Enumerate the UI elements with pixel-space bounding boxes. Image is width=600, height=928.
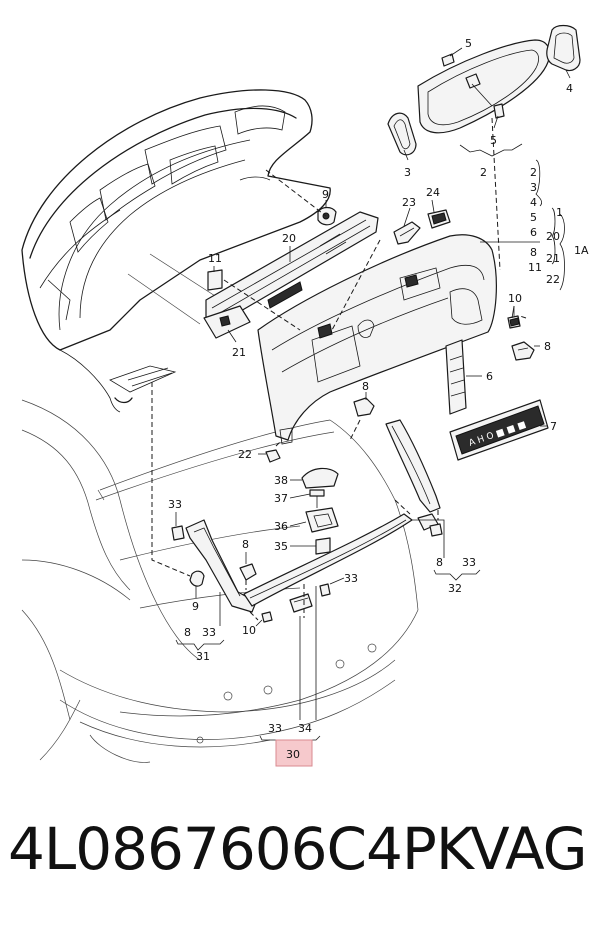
callout-31[interactable]: 31	[196, 650, 210, 663]
callout-list-1[interactable]: 1	[556, 206, 563, 219]
callout-33-left[interactable]: 33	[168, 498, 182, 511]
tailgate-trim-panel	[257, 234, 497, 445]
callout-30-highlight[interactable]	[275, 739, 313, 767]
callout-6[interactable]: 6	[486, 370, 493, 383]
footer: 4L0867606C4PK VAG	[0, 815, 600, 905]
callout-list-3[interactable]: 3	[530, 181, 537, 194]
callout-10-left[interactable]: 10	[242, 624, 256, 637]
callout-1A[interactable]: 1A	[574, 244, 589, 257]
callout-list-5[interactable]: 5	[530, 211, 537, 224]
callout-33-sill[interactable]: 33	[344, 572, 358, 585]
callout-21[interactable]: 21	[232, 346, 246, 359]
left-side-trim-31	[171, 519, 273, 623]
callout-list-11[interactable]: 11	[528, 261, 542, 274]
callout-23[interactable]: 23	[402, 196, 416, 209]
callout-30[interactable]: 30	[286, 748, 300, 761]
callout-37[interactable]: 37	[274, 492, 288, 505]
callout-list-20[interactable]: 20	[546, 230, 560, 243]
callout-9-top[interactable]: 9	[322, 188, 329, 201]
callout-list-21[interactable]: 21	[546, 252, 560, 265]
mirror-assembly	[387, 24, 581, 156]
callout-3[interactable]: 3	[404, 166, 411, 179]
clip-8-middle	[353, 397, 375, 417]
callout-22[interactable]: 22	[238, 448, 252, 461]
small-parts-35-38	[301, 467, 339, 555]
upper-trim-strip	[203, 211, 379, 339]
tailgate-drawing	[21, 89, 331, 413]
callout-33-group31[interactable]: 33	[202, 626, 216, 639]
callout-33-group30[interactable]: 33	[268, 722, 282, 735]
clip-parts-23-24	[393, 209, 451, 245]
brand-name: VAG	[470, 815, 588, 883]
callout-20[interactable]: 20	[282, 232, 296, 245]
callout-33-group32[interactable]: 33	[462, 556, 476, 569]
callout-32[interactable]: 32	[448, 582, 462, 595]
leader-lines	[151, 117, 527, 621]
callout-5-top[interactable]: 5	[465, 37, 472, 50]
badge-parts-6-7: A H O ■ ■ ■	[445, 339, 549, 461]
clip-8-right	[511, 341, 535, 361]
callout-34[interactable]: 34	[298, 722, 312, 735]
callout-10-right[interactable]: 10	[508, 292, 522, 305]
callout-4[interactable]: 4	[566, 82, 573, 95]
part-number: 4L0867606C4PK	[8, 815, 474, 883]
callout-list-8[interactable]: 8	[530, 246, 537, 259]
callout-9-left[interactable]: 9	[192, 600, 199, 613]
callout-leaders	[175, 47, 571, 745]
callout-list-22[interactable]: 22	[546, 273, 560, 286]
callout-38[interactable]: 38	[274, 474, 288, 487]
clip-22	[265, 449, 281, 463]
callout-24[interactable]: 24	[426, 186, 440, 199]
parts-diagram: A H O ■ ■ ■	[21, 24, 589, 767]
callout-2[interactable]: 2	[480, 166, 487, 179]
callout-35[interactable]: 35	[274, 540, 288, 553]
callout-list-4[interactable]: 4	[530, 196, 537, 209]
callout-5-mirror[interactable]: 5	[490, 134, 497, 147]
callout-7[interactable]: 7	[550, 420, 557, 433]
callout-8-group31[interactable]: 8	[184, 626, 191, 639]
right-side-trim-32	[385, 419, 443, 537]
callout-list-2[interactable]: 2	[530, 166, 537, 179]
callout-labels: 5 4 5 3 2 2 3 4 5 6 8 11 1 20 21 22 1A 9…	[168, 37, 589, 761]
callout-11[interactable]: 11	[208, 252, 222, 265]
callout-8-group32[interactable]: 8	[436, 556, 443, 569]
load-sill-strip-30	[243, 513, 413, 613]
callout-36[interactable]: 36	[274, 520, 288, 533]
callout-8-left[interactable]: 8	[242, 538, 249, 551]
callout-list-6[interactable]: 6	[530, 226, 537, 239]
callout-8-right[interactable]: 8	[544, 340, 551, 353]
callout-8-middle[interactable]: 8	[362, 380, 369, 393]
